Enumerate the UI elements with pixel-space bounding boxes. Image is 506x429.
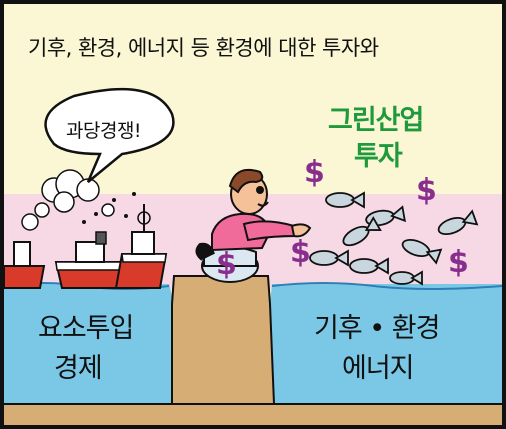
sea-floor <box>4 404 502 425</box>
ships <box>4 204 168 289</box>
dollar-sign-2: $ <box>416 173 437 208</box>
right-sea <box>270 284 502 404</box>
left-sea-line2: 경제 <box>54 353 103 384</box>
left-sea <box>4 284 174 404</box>
right-sea-line2: 에너지 <box>342 353 415 384</box>
green-industry-line1: 그린산업 <box>328 105 424 136</box>
left-sea-line1: 요소투입 <box>38 313 134 344</box>
illustration: $ $ $ $ $ <box>4 87 502 425</box>
speech-bubble-text: 과당경쟁! <box>66 120 142 142</box>
dollar-sign-3: $ <box>290 235 311 270</box>
right-sea-line1: 기후 • 환경 <box>314 313 440 344</box>
central-cliff <box>171 275 276 405</box>
dollar-sign-4: $ <box>448 245 469 280</box>
fishes <box>309 191 479 286</box>
dollar-sign-1: $ <box>304 155 325 190</box>
dollar-sign-5: $ <box>216 247 237 282</box>
person <box>195 168 312 283</box>
speech-bubble <box>44 87 175 183</box>
dollar-signs: $ $ $ $ $ <box>216 155 469 282</box>
caption: 기후, 환경, 에너지 등 환경에 대한 투자와 <box>28 36 379 60</box>
smoke <box>21 169 115 231</box>
green-industry-line2: 투자 <box>354 141 403 172</box>
